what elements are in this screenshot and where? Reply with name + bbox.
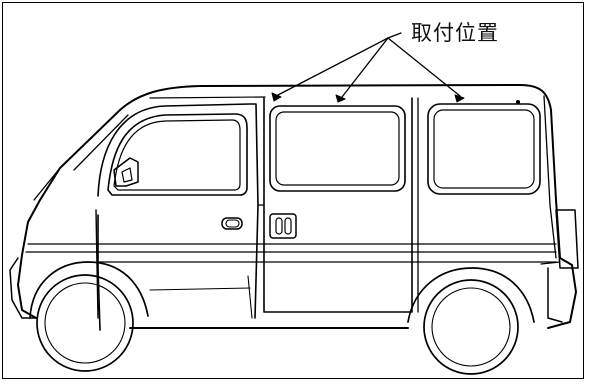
rear-wheel [407, 267, 535, 375]
rear-quarter-window [427, 103, 541, 195]
front-wheel [29, 261, 149, 372]
mount-point-2 [335, 94, 346, 103]
van-body-outline [9, 84, 579, 329]
mount-point-markers [271, 92, 465, 103]
mounting-position-label: 取付位置 [411, 21, 499, 45]
mount-point-1 [271, 92, 282, 102]
sliding-door [257, 97, 419, 313]
front-door [97, 103, 259, 331]
mount-point-3 [454, 94, 465, 103]
body-details [149, 99, 521, 319]
